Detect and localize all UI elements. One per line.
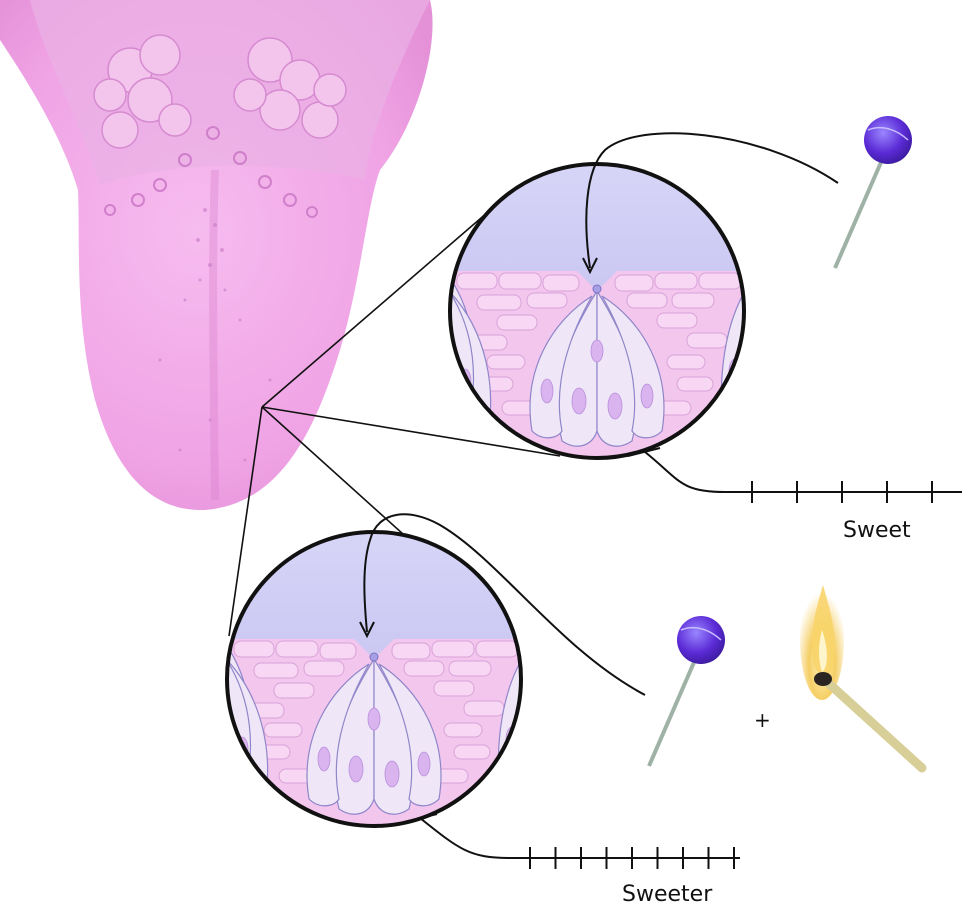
label-sweet: Sweet	[843, 518, 911, 543]
lollipop-icon	[649, 616, 725, 766]
taste-bud-magnified-top	[447, 133, 838, 461]
taste-bud-magnified-bottom	[224, 514, 645, 829]
lit-match-icon	[800, 580, 922, 768]
lollipop-icon	[835, 116, 912, 268]
nerve-fiber-bottom	[404, 814, 740, 858]
label-sweeter: Sweeter	[622, 882, 713, 907]
plus-sign: +	[754, 708, 771, 732]
nerve-fiber-top	[628, 448, 962, 492]
tongue-illustration	[0, 0, 433, 510]
